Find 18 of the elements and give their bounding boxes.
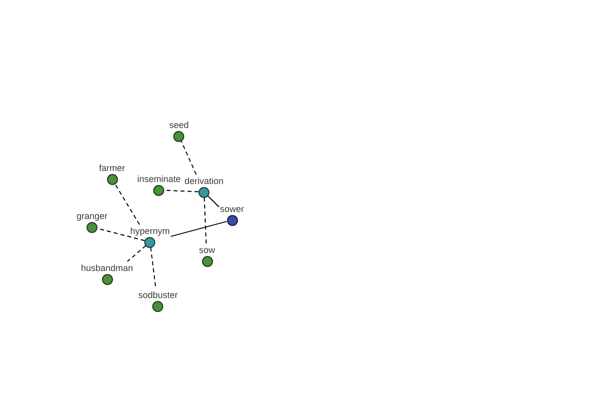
node-label: farmer — [99, 162, 125, 172]
node-label: sodbuster — [138, 290, 178, 300]
dashed-connector — [164, 190, 199, 192]
node-label: hypernym — [130, 226, 170, 236]
dashed-connector — [204, 197, 207, 244]
dashed-connector — [114, 183, 140, 225]
connector-line — [170, 220, 228, 237]
connector-line — [207, 195, 220, 208]
node-label: granger — [76, 210, 108, 220]
node-label: husbandman — [80, 262, 134, 272]
node-label: sow — [199, 244, 215, 254]
dashed-connector — [150, 246, 156, 289]
dashed-connector — [126, 245, 146, 262]
node-label: seed — [169, 120, 189, 130]
node-label: sower — [220, 204, 244, 214]
node-label: derivation — [184, 176, 224, 186]
dashed-connector — [180, 140, 197, 175]
node-label: inseminate — [137, 174, 181, 184]
